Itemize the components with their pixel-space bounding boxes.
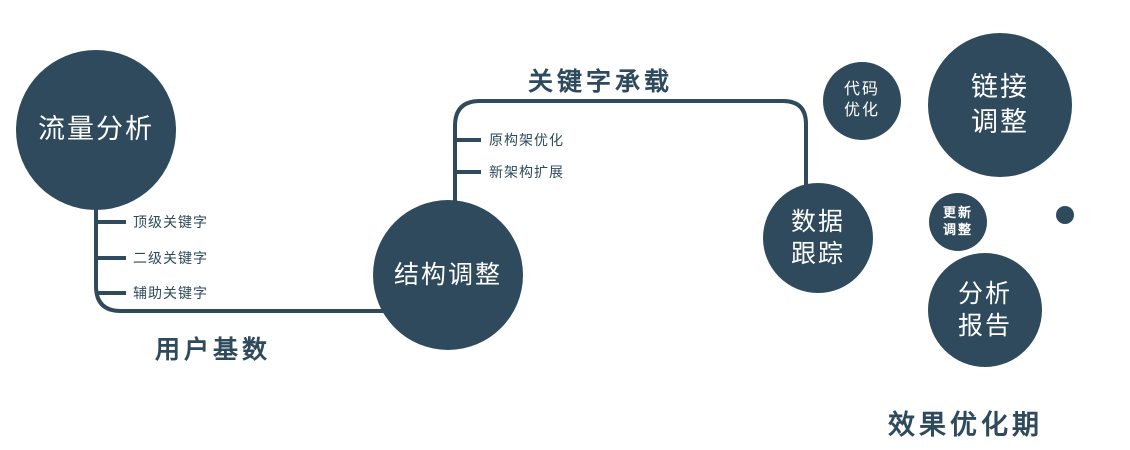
- edge-label-user-base: 用户基数: [155, 336, 272, 364]
- node-analysis-report: 分析 报告: [928, 253, 1042, 367]
- node-code-optimization-line2: 优化: [843, 102, 880, 119]
- branch-label-top-keywords: 顶级关键字: [133, 214, 208, 230]
- node-data-tracking: 数据 跟踪: [763, 183, 873, 293]
- node-data-tracking-line2: 跟踪: [790, 240, 845, 268]
- node-analysis-report-line1: 分析: [957, 279, 1012, 308]
- traffic-to-structure-connector: [94, 170, 412, 313]
- edge-label-keyword-carry: 关键字承载: [528, 68, 674, 96]
- node-structure-adjustment: 结构调整: [373, 200, 523, 350]
- node-code-optimization-line1: 代码: [843, 81, 880, 99]
- node-code-optimization: 代码 优化: [823, 62, 901, 140]
- node-update-adjustment-line2: 调整: [942, 222, 973, 237]
- node-dot: [1056, 206, 1074, 224]
- branch-label-auxiliary-keywords: 辅助关键字: [133, 285, 208, 301]
- node-analysis-report-line2: 报告: [957, 312, 1012, 340]
- structure-to-data-connector: [453, 99, 808, 230]
- node-traffic-analysis-label: 流量分析: [38, 114, 154, 145]
- node-update-adjustment: 更新 调整: [929, 193, 987, 251]
- footer-label-effect-optimization: 效果优化期: [888, 410, 1043, 440]
- node-data-tracking-line1: 数据: [790, 207, 845, 236]
- node-structure-adjustment-label: 结构调整: [393, 260, 502, 289]
- node-link-adjustment: 链接 调整: [928, 33, 1072, 177]
- branch-label-original-architecture: 原构架优化: [489, 132, 564, 148]
- node-link-adjustment-line2: 调整: [971, 107, 1029, 137]
- node-link-adjustment-line1: 链接: [971, 71, 1029, 102]
- branch-label-new-architecture: 新架构扩展: [489, 164, 564, 180]
- node-update-adjustment-line1: 更新: [942, 205, 973, 221]
- branch-label-secondary-keywords: 二级关键字: [133, 250, 208, 266]
- node-traffic-analysis: 流量分析: [16, 50, 176, 210]
